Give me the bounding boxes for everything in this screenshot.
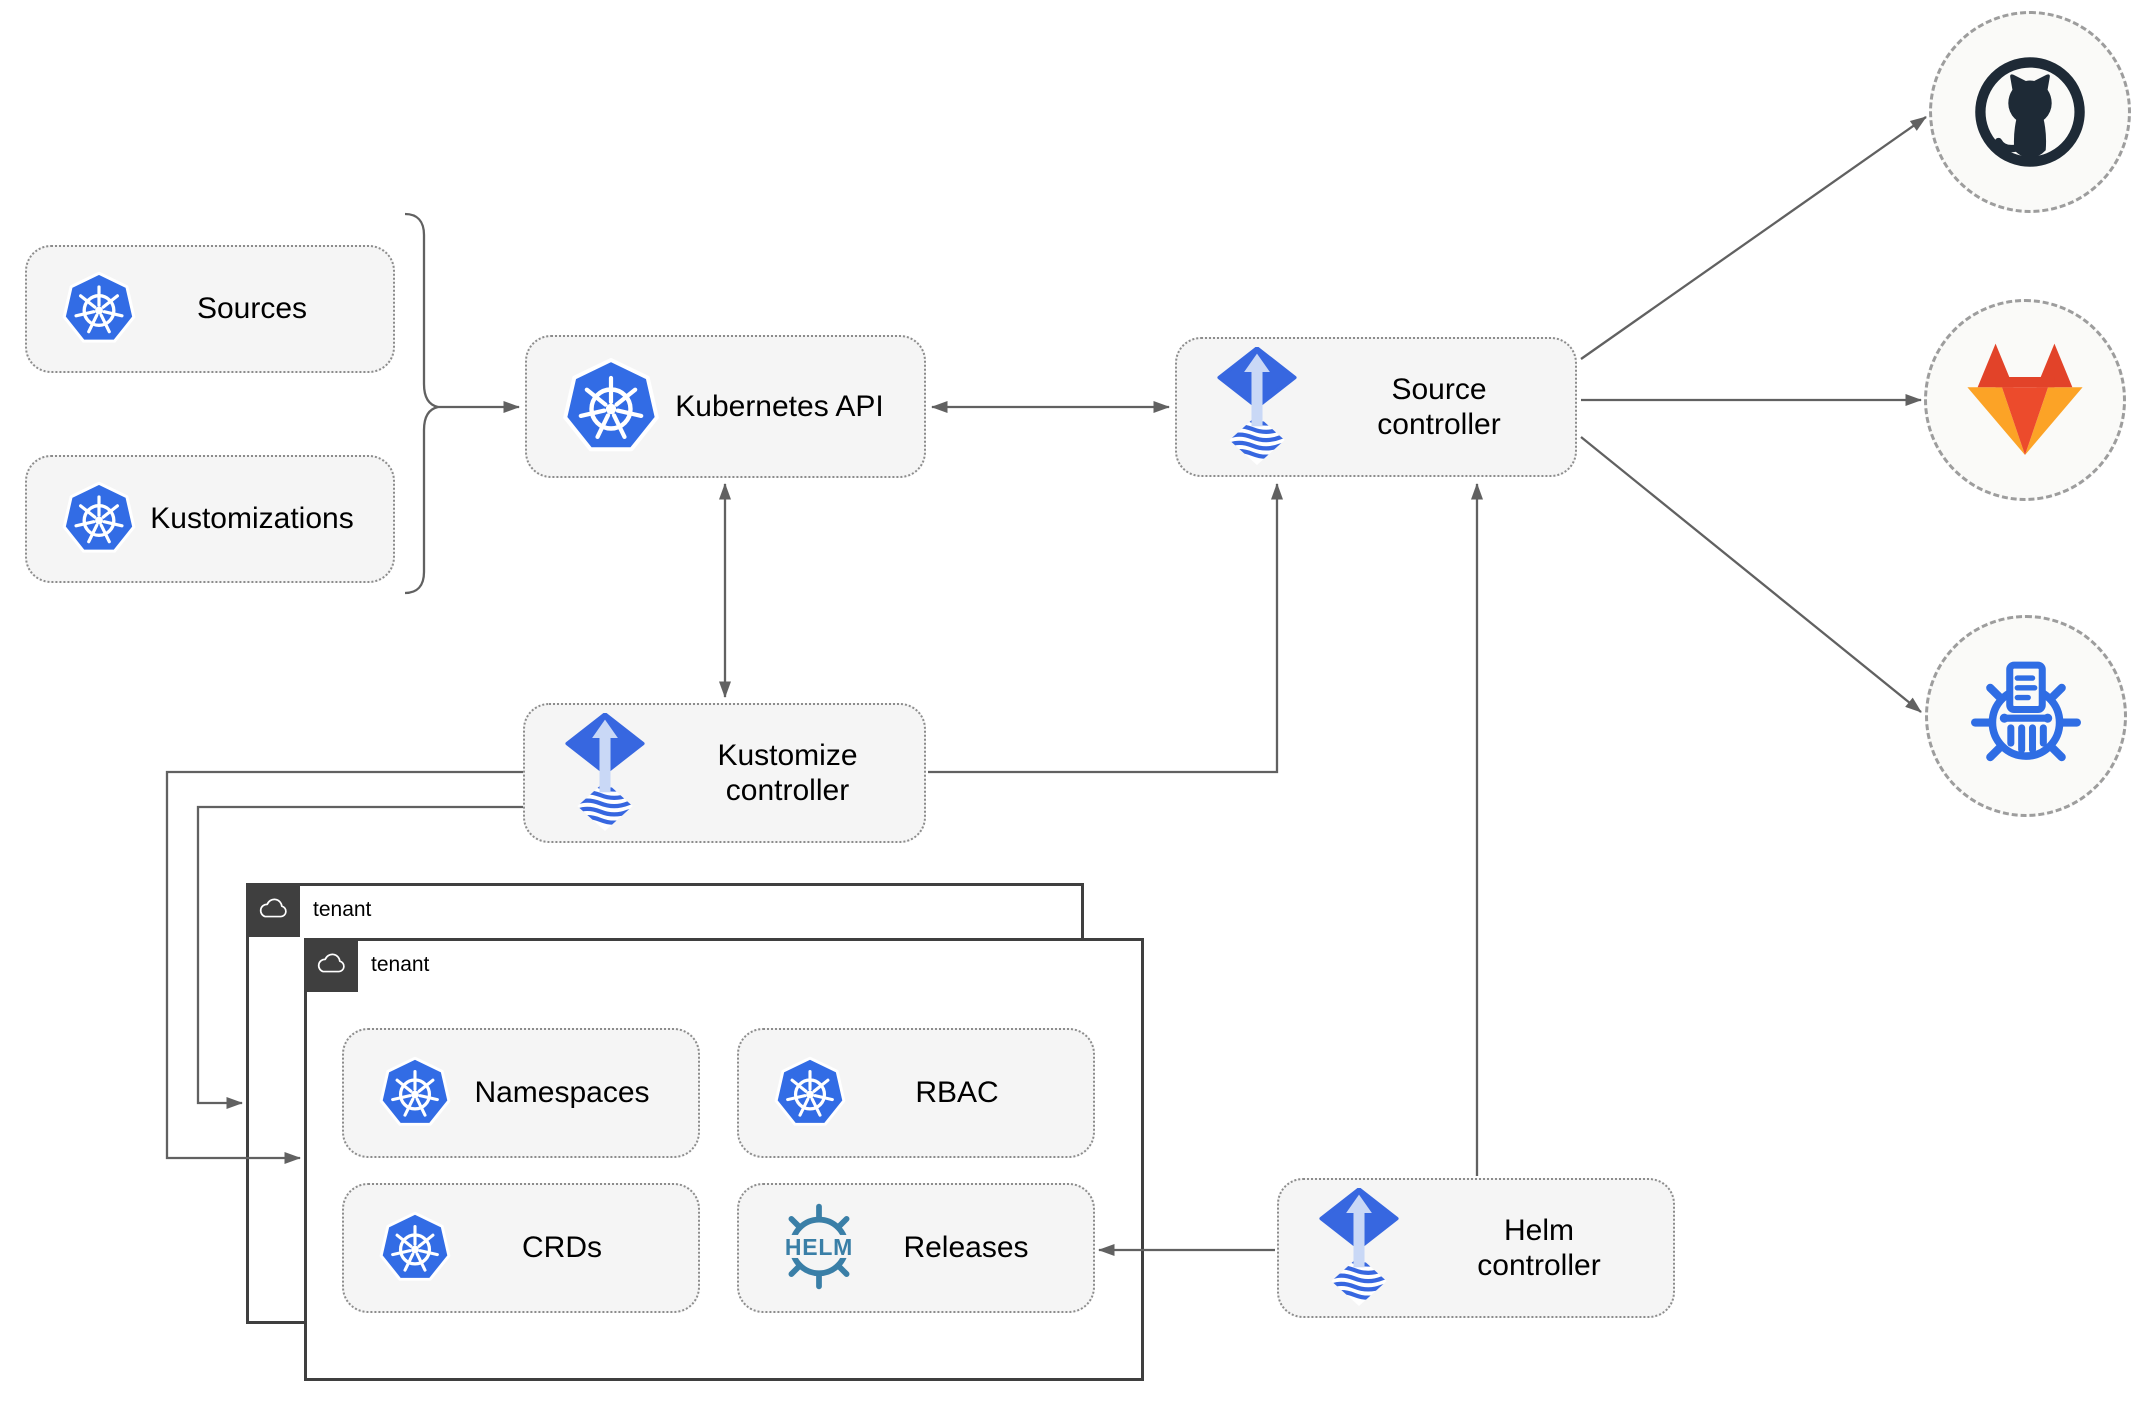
kubernetes-icon <box>378 1056 452 1130</box>
kubernetes-icon <box>773 1056 847 1130</box>
node-label: CRDs <box>522 1231 602 1265</box>
node-kustomize-controller: Kustomize controller <box>523 703 926 843</box>
node-source-controller: Source controller <box>1175 337 1577 477</box>
node-rbac: RBAC <box>737 1028 1095 1158</box>
tenant-tab <box>304 938 358 992</box>
kubernetes-icon <box>561 357 661 457</box>
node-namespaces: Namespaces <box>342 1028 700 1158</box>
node-sources: Sources <box>25 245 395 373</box>
kubernetes-icon <box>61 271 137 347</box>
chartmuseum-icon <box>1971 661 2081 762</box>
connector-source-to-github <box>1580 116 1927 360</box>
node-label: Kubernetes API <box>675 389 884 423</box>
kubernetes-icon <box>378 1211 452 1285</box>
node-label: Releases <box>903 1231 1029 1265</box>
connector-kustomize-to-source-controller <box>928 483 1283 774</box>
node-label: Helm controller <box>1477 1213 1601 1282</box>
cloud-icon <box>256 893 290 927</box>
node-label: Sources <box>196 292 308 326</box>
flux-icon <box>1313 1188 1405 1308</box>
node-label: Source controller <box>1377 372 1501 441</box>
node-label: RBAC <box>915 1076 999 1110</box>
endpoint-chartmuseum <box>1925 615 2127 817</box>
helm-logo-text: HELM <box>785 1234 853 1260</box>
tenant-tab <box>246 883 300 937</box>
endpoint-github <box>1929 11 2131 213</box>
tenant-group-front: tenant <box>304 938 1144 1381</box>
helm-icon: HELM <box>780 1203 858 1290</box>
endpoint-gitlab <box>1924 299 2126 501</box>
node-label: Namespaces <box>474 1076 650 1110</box>
kubernetes-icon <box>61 481 137 557</box>
node-label: Kustomize controller <box>717 738 858 807</box>
node-helm-controller: Helm controller <box>1277 1178 1675 1318</box>
node-kubernetes-api: Kubernetes API <box>525 335 926 478</box>
cloud-icon <box>314 948 348 982</box>
connector-source-to-chartmuseum <box>1580 436 1922 713</box>
tenant-group-label: tenant <box>313 898 372 921</box>
tenant-group-label: tenant <box>371 953 430 976</box>
node-releases: HELM Releases <box>737 1183 1095 1313</box>
node-label: Kustomizations <box>150 502 354 536</box>
gitlab-icon <box>1967 343 2083 456</box>
node-kustomizations: Kustomizations <box>25 455 395 583</box>
github-icon <box>1975 57 2085 167</box>
flux-icon <box>1211 347 1303 467</box>
flux-icon <box>559 713 651 833</box>
brace-sources-kustomizations <box>404 212 439 595</box>
node-crds: CRDs <box>342 1183 700 1313</box>
